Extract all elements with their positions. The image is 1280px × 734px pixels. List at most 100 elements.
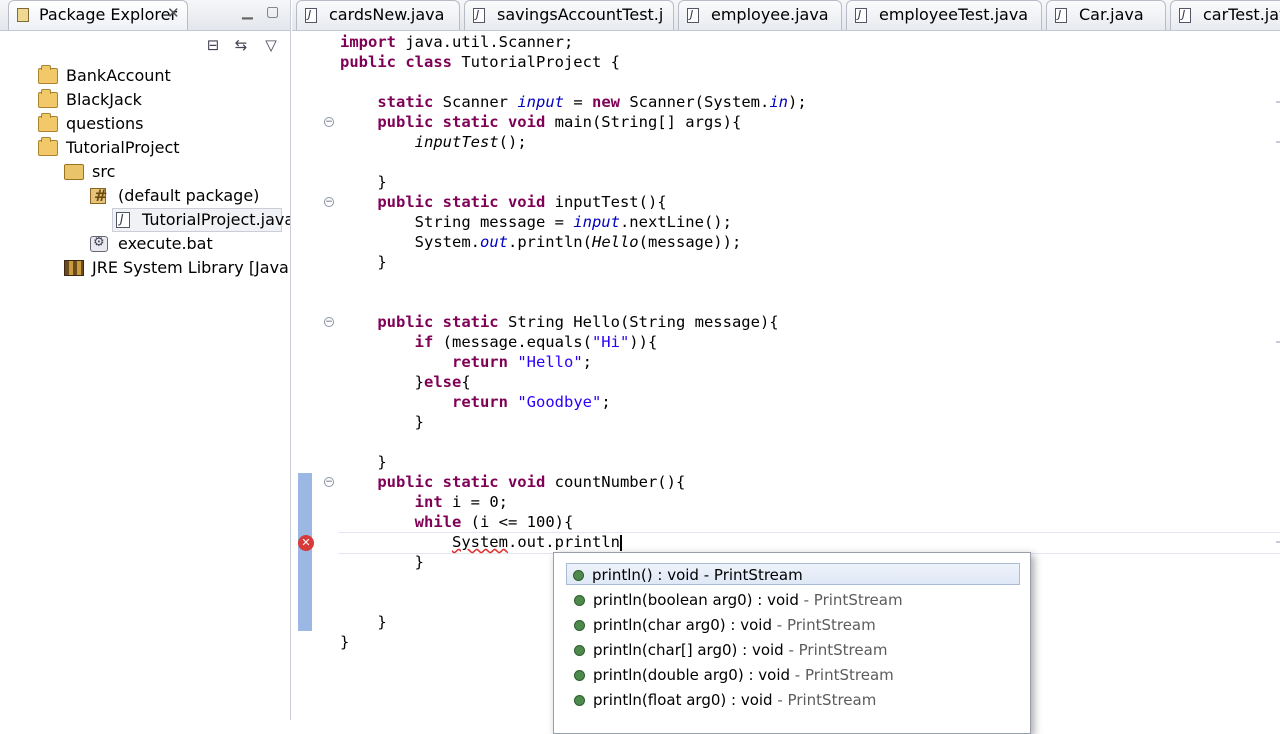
code-line: String message = input.nextLine(); xyxy=(340,212,732,232)
editor-tab-car[interactable]: Car.java xyxy=(1046,0,1166,30)
editor-tab-label: savingsAccountTest.j xyxy=(497,5,664,24)
package-explorer-view: Package Explorer ✕ ▁ ▢ ⊟ ⇆ ▽ BankAccount… xyxy=(0,0,291,720)
editor-tab-cardsnew[interactable]: cardsNew.java xyxy=(296,0,460,30)
code-keyword: return xyxy=(451,393,508,411)
code-keyword: static xyxy=(377,93,434,111)
code-text: java.util.Scanner; xyxy=(396,33,574,51)
view-menu-icon[interactable]: ▽ xyxy=(265,36,277,54)
code-field: input xyxy=(517,93,564,111)
code-line: } xyxy=(340,452,386,472)
public-method-icon xyxy=(574,695,585,706)
code-text xyxy=(508,393,517,411)
code-text: Scanner(System. xyxy=(620,93,770,111)
indent xyxy=(340,313,377,331)
assist-item-selected[interactable]: println() : void - PrintStream xyxy=(566,563,1020,585)
error-icon[interactable]: ✕ xyxy=(298,535,314,551)
assist-item[interactable]: println(double arg0) : void - PrintStrea… xyxy=(568,664,1018,686)
indent xyxy=(340,213,415,231)
code-text: } xyxy=(414,553,424,571)
tree-item-label: TutorialProject xyxy=(66,138,180,157)
editor-tab-employeetest[interactable]: employeeTest.java xyxy=(846,0,1042,30)
code-line: inputTest(); xyxy=(340,132,527,152)
assist-item[interactable]: println(char arg0) : void - PrintStream xyxy=(568,614,1018,636)
code-text: { xyxy=(461,373,471,391)
editor-tab-savingsaccounttest[interactable]: savingsAccountTest.j xyxy=(464,0,674,30)
overview-marker[interactable] xyxy=(1276,141,1280,143)
editor-tab-label: employeeTest.java xyxy=(879,5,1029,24)
code-text: .println( xyxy=(507,233,592,251)
editor-tab-cartest[interactable]: carTest.java xyxy=(1170,0,1280,30)
code-text: } xyxy=(377,173,387,191)
code-text: System. xyxy=(414,233,480,251)
assist-owner: - PrintStream xyxy=(698,566,803,584)
public-method-icon xyxy=(573,570,584,581)
assist-signature: println(char[] arg0) : void xyxy=(593,641,784,659)
editor-tab-bar: cardsNew.java savingsAccountTest.j emplo… xyxy=(292,0,1280,31)
public-method-icon xyxy=(574,645,585,656)
java-file-icon xyxy=(1179,8,1191,23)
assist-item[interactable]: println(char[] arg0) : void - PrintStrea… xyxy=(568,639,1018,661)
code-line: } xyxy=(340,552,424,572)
text-caret xyxy=(619,534,622,551)
code-line: } xyxy=(340,412,424,432)
link-with-editor-icon[interactable]: ⇆ xyxy=(234,36,248,54)
indent xyxy=(340,393,452,411)
editor-tab-employee[interactable]: employee.java xyxy=(678,0,842,30)
code-text: .out.println xyxy=(507,533,620,551)
java-file-icon xyxy=(855,8,867,23)
source-folder-icon xyxy=(64,164,84,180)
indent xyxy=(340,613,377,631)
code-method-call: inputTest xyxy=(414,133,499,151)
code-line: static Scanner input = new Scanner(Syste… xyxy=(340,92,807,112)
code-string: "Goodbye" xyxy=(517,393,602,411)
quick-diff-change-bar xyxy=(298,473,312,631)
code-text: (message.equals( xyxy=(433,333,592,351)
package-explorer-tab[interactable]: Package Explorer ✕ xyxy=(8,0,188,30)
code-line: return "Hello"; xyxy=(340,352,592,372)
package-explorer-tab-label: Package Explorer xyxy=(39,5,178,24)
code-keyword: new xyxy=(592,93,620,111)
package-explorer-icon xyxy=(17,8,29,22)
code-text: countNumber(){ xyxy=(545,473,686,491)
explorer-toolbar: ⊟ ⇆ ▽ xyxy=(200,36,290,58)
close-icon[interactable]: ✕ xyxy=(167,4,180,22)
fold-collapse-icon[interactable]: − xyxy=(324,477,334,487)
indent xyxy=(340,253,377,271)
fold-collapse-icon[interactable]: − xyxy=(324,197,334,207)
tree-item-label: TutorialProject.java xyxy=(142,210,291,229)
project-folder-icon xyxy=(38,137,58,156)
selected-row-highlight xyxy=(112,208,282,232)
tree-item-label: BlackJack xyxy=(66,90,142,109)
minimize-icon[interactable]: ▁ xyxy=(242,4,253,20)
maximize-icon[interactable]: ▢ xyxy=(266,4,280,20)
overview-marker[interactable] xyxy=(1276,541,1280,543)
fold-collapse-icon[interactable]: − xyxy=(324,317,334,327)
overview-ruler[interactable] xyxy=(1276,31,1280,720)
assist-item[interactable]: println(boolean arg0) : void - PrintStre… xyxy=(568,589,1018,611)
code-text: (i <= 100){ xyxy=(461,513,574,531)
overview-marker[interactable] xyxy=(1276,341,1280,343)
code-line: } xyxy=(340,612,386,632)
tree-item-label: BankAccount xyxy=(66,66,171,85)
indent xyxy=(340,533,452,551)
code-keyword: if xyxy=(414,333,434,351)
code-keyword: int xyxy=(414,493,443,511)
code-keyword: while xyxy=(414,513,462,531)
code-field: out xyxy=(479,233,508,251)
code-editor[interactable]: − − − − ✕ import java.util.Scanner; publ… xyxy=(292,31,1280,720)
indent xyxy=(340,173,377,191)
code-text: )){ xyxy=(629,333,658,351)
content-assist-popup[interactable]: println() : void - PrintStream println(b… xyxy=(553,552,1031,734)
assist-item[interactable]: println(float arg0) : void - PrintStream xyxy=(568,689,1018,711)
code-line: return "Goodbye"; xyxy=(340,392,611,412)
overview-marker[interactable] xyxy=(1276,101,1280,103)
assist-owner: - PrintStream xyxy=(772,691,877,709)
code-text: ; xyxy=(582,353,592,371)
fold-collapse-icon[interactable]: − xyxy=(324,117,334,127)
code-keyword: else xyxy=(424,373,462,391)
code-text: main(String[] args){ xyxy=(545,113,742,131)
code-text: ); xyxy=(787,93,807,111)
collapse-all-icon[interactable]: ⊟ xyxy=(206,36,220,54)
code-keyword: public static void xyxy=(377,193,546,211)
code-text: } xyxy=(414,413,424,431)
